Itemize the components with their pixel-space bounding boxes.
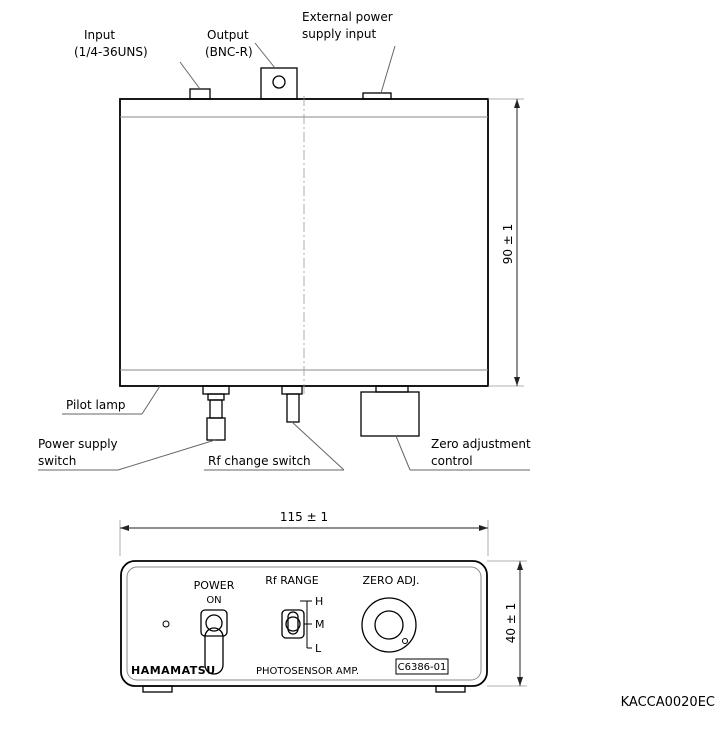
rf-l-label: L xyxy=(315,642,322,655)
ext-power-label-1: External power xyxy=(302,10,393,24)
model-plate xyxy=(395,658,449,675)
rf-m-label: M xyxy=(315,618,325,631)
height-dimension-top: 90 ± 1 xyxy=(501,224,515,265)
zero-adj-knob xyxy=(361,597,417,653)
product-label: PHOTOSENSOR AMP. xyxy=(256,666,359,677)
front-panel-housing xyxy=(120,560,488,687)
brand-logo: HAMAMATSU xyxy=(131,664,216,677)
output-label: Output xyxy=(207,28,249,42)
rf-change-switch xyxy=(281,385,303,423)
input-connector xyxy=(189,88,211,100)
model-label: C6386-01 xyxy=(398,662,447,673)
zero-adj-label-2: control xyxy=(431,454,473,468)
rf-h-label: H xyxy=(315,595,323,608)
front-panel-face xyxy=(126,566,482,681)
power-switch-label-1: Power supply xyxy=(38,437,118,451)
rf-range-label: Rf RANGE xyxy=(265,574,318,587)
figure-code: KACCA0020EC xyxy=(621,695,715,710)
power-label: POWER xyxy=(194,579,235,592)
ext-power-label-2: supply input xyxy=(302,27,377,41)
foot-left xyxy=(142,685,173,693)
power-switch-label-2: switch xyxy=(38,454,76,468)
zero-adj-label-1: Zero adjustment xyxy=(431,437,531,451)
pilot-lamp xyxy=(162,620,170,628)
power-on-label: ON xyxy=(206,595,221,606)
foot-right xyxy=(435,685,466,693)
front-view: 115 ± 1 40 ± 1 POWER ON Rf RANGE xyxy=(119,510,527,693)
zero-adjustment-knob xyxy=(360,385,420,437)
height-dimension-front: 40 ± 1 xyxy=(504,603,518,644)
top-view: Input (1/4-36UNS) Output (BNC-R) Externa… xyxy=(38,10,531,471)
power-supply-switch xyxy=(202,385,230,441)
input-label: Input xyxy=(84,28,115,42)
output-bnc-connector xyxy=(260,67,298,100)
input-thread-label: (1/4-36UNS) xyxy=(74,45,148,59)
output-connector-label: (BNC-R) xyxy=(205,45,253,59)
rf-range-switch xyxy=(281,600,312,649)
power-toggle-switch xyxy=(200,609,228,675)
pilot-lamp-label: Pilot lamp xyxy=(66,398,126,412)
rf-switch-label: Rf change switch xyxy=(208,454,311,468)
zero-adj-label: ZERO ADJ. xyxy=(362,574,419,587)
width-dimension: 115 ± 1 xyxy=(280,510,328,524)
